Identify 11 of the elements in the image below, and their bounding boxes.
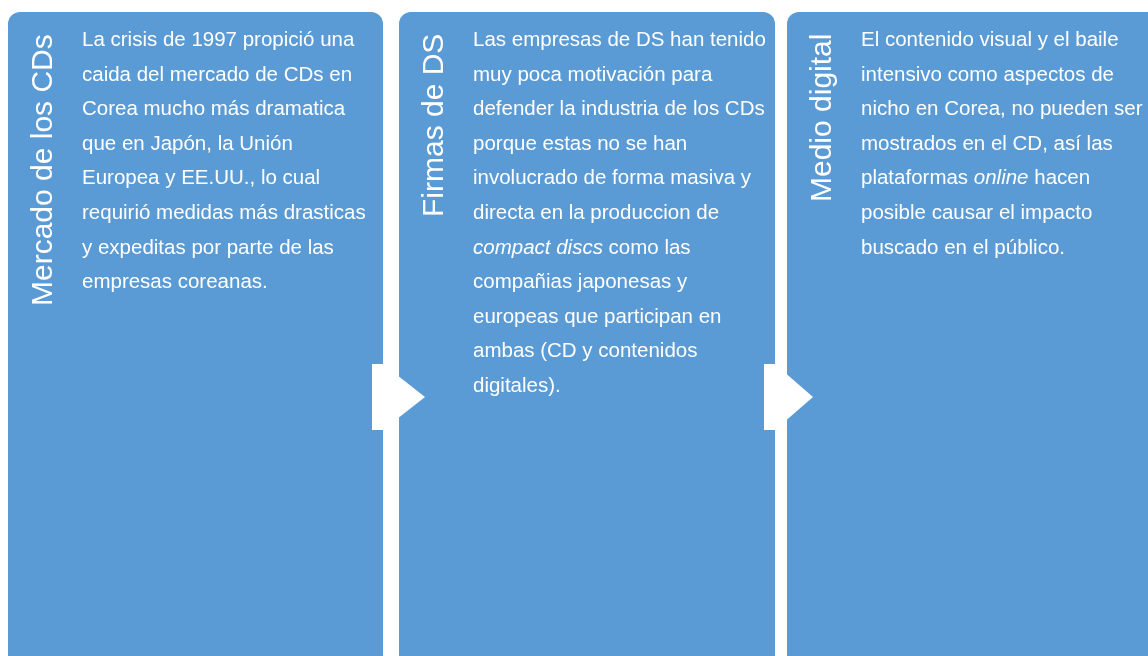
process-panel [8, 12, 383, 656]
panel-text: El contenido visual y el baile intensivo como aspectos de nicho en Corea, no pueden ser mostrados en el CD, así las plataformas online hacen posible causar el impacto buscado en el público. [861, 26, 1144, 260]
panel-heading: Firmas de DS [415, 34, 450, 220]
panel-text: Las empresas de DS han tenido muy poca motivación para defender la industria de los CDs porque estas no se han involucrado de forma masiva y directa en la produccion de compact discs como las compañias japonesas y europeas que participan en ambas (CD y contenidos digitales). [473, 26, 767, 398]
panel-text: La crisis de 1997 propició una caida del mercado de CDs en Corea mucho más dramatica que en Japón, la Unión Europea y EE.UU., lo cual requirió medidas más drasticas y expeditas por parte de las empresas coreanas. [82, 26, 367, 295]
panel-heading: Mercado de los CDs [24, 34, 59, 308]
arrow [372, 364, 425, 430]
arrow [764, 364, 813, 430]
panel-heading: Medio digital [803, 34, 838, 205]
process-panel [399, 12, 775, 656]
process-panel [787, 12, 1148, 656]
